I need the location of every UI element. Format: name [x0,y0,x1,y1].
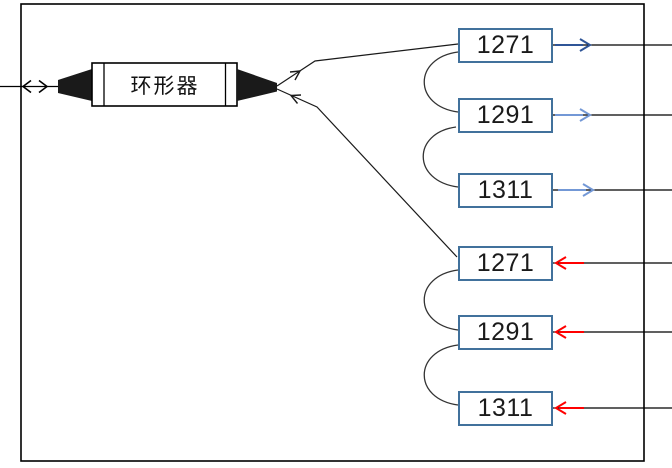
filter-box-downstream-1311: 1311 [458,172,553,208]
outbound-arrow-icon-1271 [555,38,592,52]
downstream-direction-arrow-icon [289,70,302,81]
downstream-branch-line [276,43,459,87]
circulator-body [91,62,238,107]
circulator-right-pigtail [237,69,277,101]
filter-box-upstream-1271: 1271 [458,245,553,281]
filter-box-downstream-1291: 1291 [458,97,553,133]
inbound-arrow-icon-1291 [554,325,584,339]
left-arrow-icon [21,79,32,94]
filter-box-downstream-1271: 1271 [458,27,553,63]
upstream-cascade-arc-2 [423,344,459,406]
outbound-arrow-icon-1311 [558,183,595,197]
circulator-left-pigtail [58,69,92,101]
downstream-cascade-arc-1 [423,51,459,113]
right-arrow-icon [38,79,49,94]
circulator-label: 环形器 [130,74,200,98]
filter-box-upstream-1311: 1311 [458,390,553,426]
upstream-direction-arrow-icon [289,94,302,104]
downstream-cascade-arc-2 [422,126,459,188]
upstream-cascade-arc-1 [423,269,459,331]
outbound-arrow-icon-1291 [555,108,592,122]
filter-box-upstream-1291: 1291 [458,314,553,350]
outer-frame [20,3,645,462]
inbound-arrow-icon-1271 [554,256,584,270]
inbound-arrow-icon-1311 [554,401,584,415]
